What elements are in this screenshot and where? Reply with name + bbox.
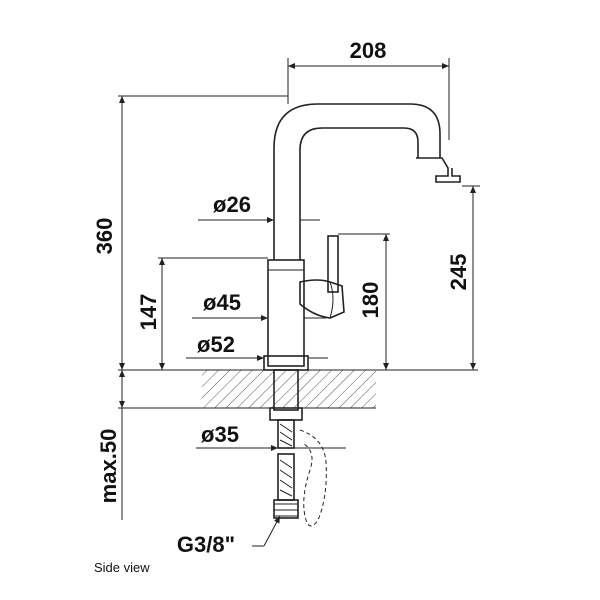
dim-thread: G3/8" — [177, 515, 281, 557]
shank-and-hoses — [269, 369, 327, 527]
dim-label-thread: G3/8" — [177, 532, 235, 557]
dim-max-thickness: max.50 — [96, 370, 125, 520]
dim-base-diameter: ø52 — [186, 332, 328, 361]
dim-shank-diameter: ø35 — [196, 422, 346, 451]
caption-side-view: Side view — [94, 560, 150, 575]
lever-handle — [299, 235, 345, 319]
dim-label-dia45: ø45 — [203, 290, 241, 315]
dim-body-diameter: ø45 — [192, 290, 326, 321]
dim-label-245: 245 — [446, 254, 471, 291]
dim-height-total: 360 — [92, 95, 288, 370]
dim-label-360: 360 — [92, 218, 117, 255]
faucet-spout — [273, 103, 461, 260]
dim-label-147: 147 — [136, 294, 161, 331]
dim-spout-diameter: ø26 — [198, 192, 320, 223]
dim-label-dia26: ø26 — [213, 192, 251, 217]
dim-label-dia52: ø52 — [197, 332, 235, 357]
dim-label-180: 180 — [358, 282, 383, 319]
countertop — [118, 369, 478, 409]
dim-height-spout: 245 — [446, 185, 480, 370]
dim-label-max50: max.50 — [96, 429, 121, 504]
dim-height-lever: 180 — [338, 233, 390, 370]
faucet-body — [263, 259, 309, 371]
dim-label-208: 208 — [350, 38, 387, 63]
dim-width-top: 208 — [287, 38, 450, 140]
dim-label-dia35: ø35 — [201, 422, 239, 447]
dim-height-base: 147 — [136, 257, 268, 370]
